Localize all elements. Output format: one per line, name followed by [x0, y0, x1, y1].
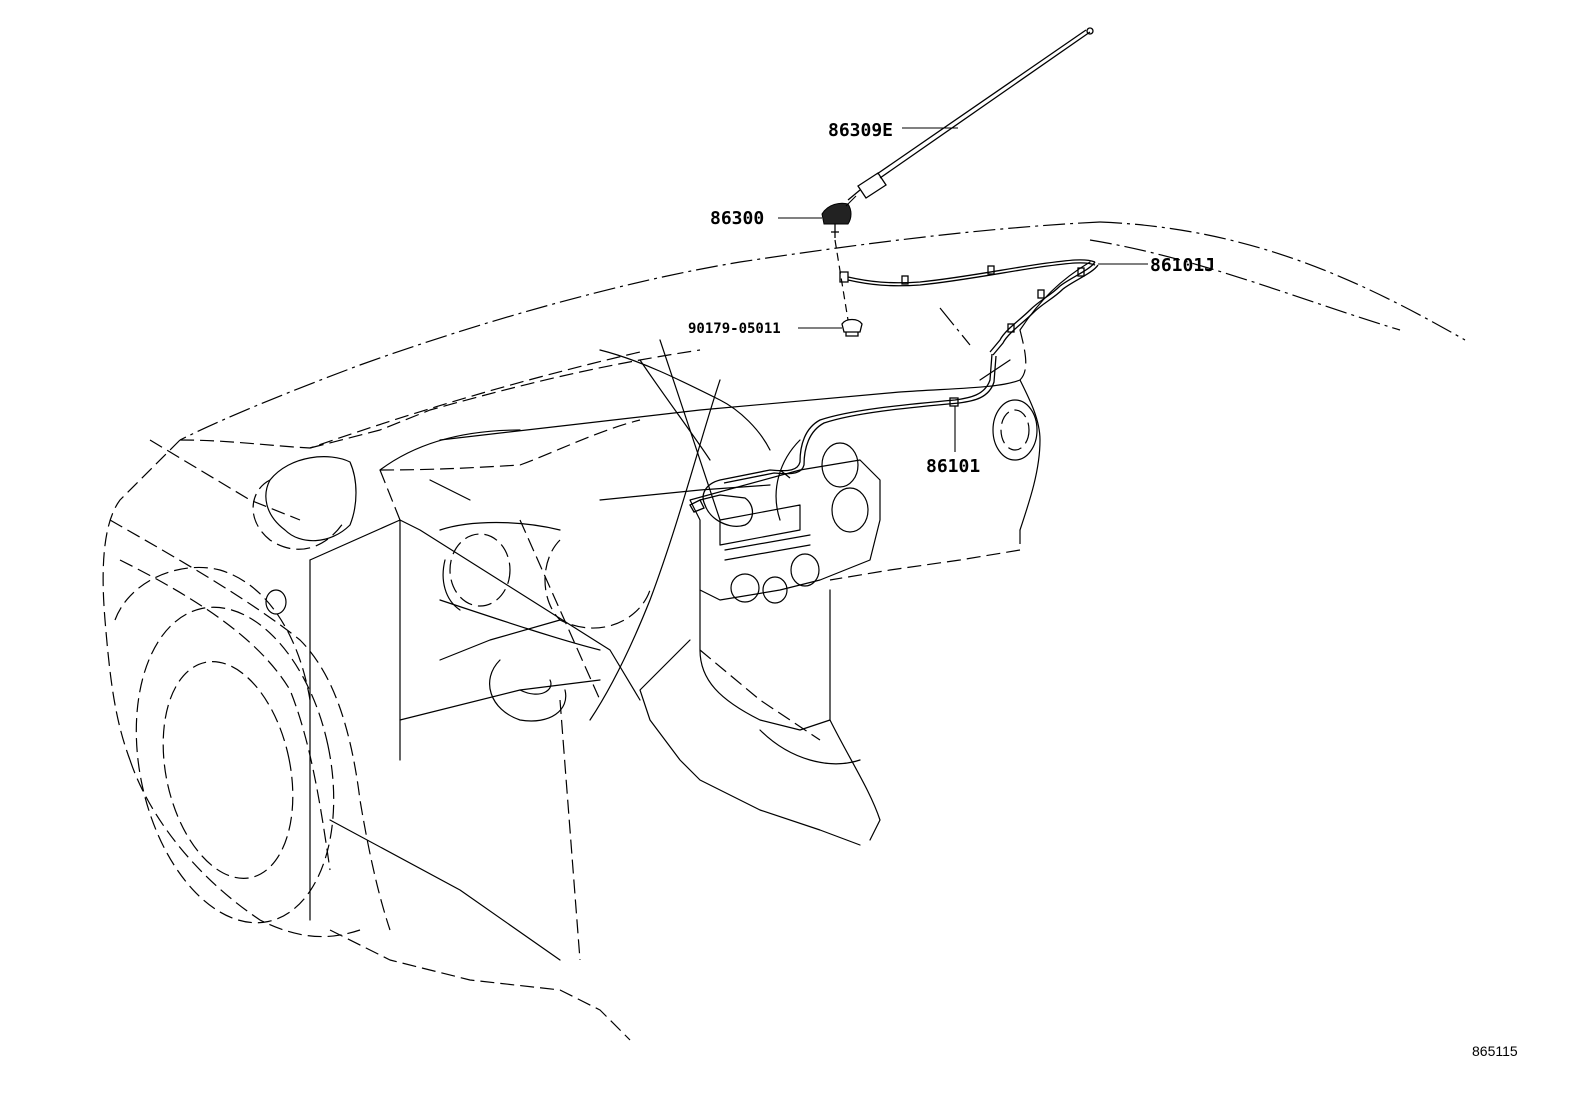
antenna-base [821, 195, 857, 321]
antenna-cord-upper [839, 259, 1099, 356]
clip [841, 318, 863, 337]
callout-90179-05011: 90179-05011 [688, 321, 781, 337]
door [309, 469, 641, 961]
leader-lines [778, 127, 1148, 452]
callout-86309e: 86309E [828, 120, 893, 141]
callout-86101j: 86101J [1150, 255, 1215, 276]
antenna-rod [847, 27, 1094, 201]
wheel [114, 566, 335, 924]
roof-outline [179, 221, 1466, 441]
center-console [639, 439, 881, 846]
antenna-cord-lower [689, 353, 997, 527]
diagram-reference-code: 865115 [1472, 1043, 1518, 1059]
callout-86300: 86300 [710, 208, 764, 229]
body-outline [102, 349, 701, 1041]
side-mirror [265, 456, 357, 542]
callout-86101: 86101 [926, 456, 980, 477]
